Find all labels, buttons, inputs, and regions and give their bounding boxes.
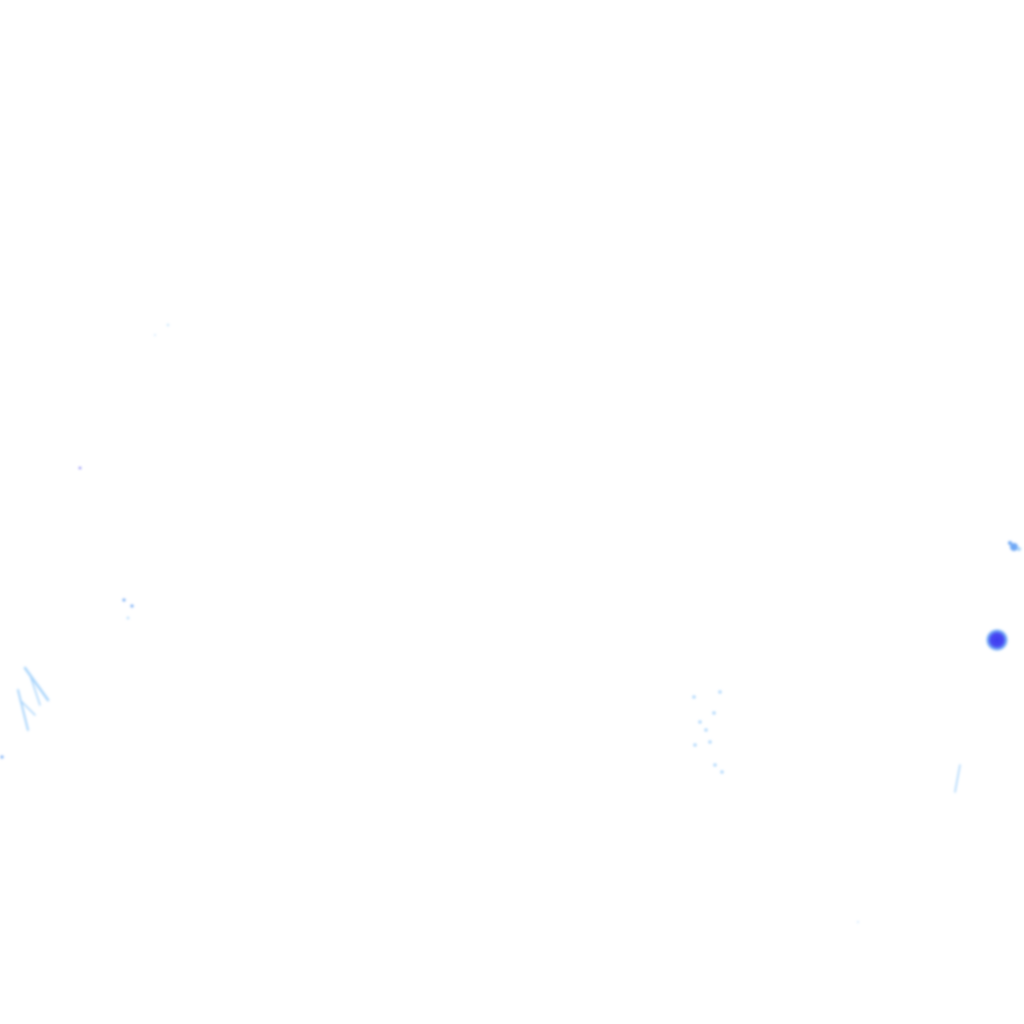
radar-echo (698, 720, 702, 724)
radar-echo (122, 598, 126, 602)
radar-echo-streak (19, 699, 36, 716)
storm-cell (986, 629, 1008, 651)
radar-echo (712, 711, 716, 715)
radar-echo (708, 740, 712, 744)
radar-echo (713, 763, 717, 767)
radar-echo-streak (954, 764, 961, 793)
radar-echo (693, 743, 697, 747)
radar-echo (79, 467, 81, 469)
radar-echo-streak (17, 689, 29, 731)
radar-echo (718, 690, 722, 694)
radar-echo (126, 616, 130, 620)
radar-echo (167, 324, 169, 326)
radar-echo (1010, 543, 1018, 551)
radar-echo (130, 604, 134, 608)
radar-echo (857, 921, 859, 923)
radar-echo (704, 728, 708, 732)
radar-echo (692, 695, 696, 699)
radar-echo (1017, 547, 1021, 551)
radar-echo (154, 334, 156, 336)
radar-echo-streak (23, 666, 50, 702)
radar-echo (720, 770, 724, 774)
radar-echo-streak (29, 674, 41, 706)
radar-echo (1008, 541, 1012, 545)
radar-echo (0, 755, 4, 759)
